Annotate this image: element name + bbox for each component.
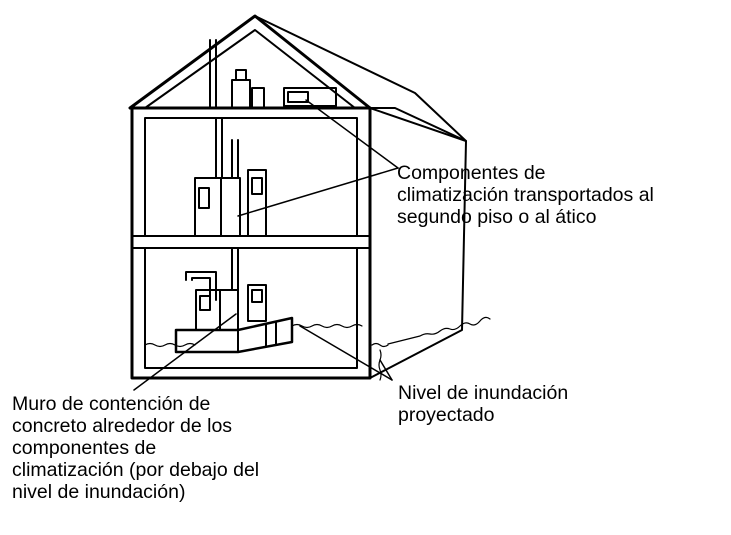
attic-equipment [209, 39, 337, 109]
leader-lines [133, 99, 399, 391]
label-flood-level: Nivel de inundación proyectado [398, 382, 569, 426]
ground-floor-equipment [185, 247, 267, 331]
label-retaining-wall: Muro de contención de concreto alrededor… [12, 393, 260, 503]
label-components-moved: Componentes de climatización transportad… [397, 162, 654, 228]
side-wall [369, 107, 467, 379]
front-wall [130, 106, 372, 380]
retaining-wall [174, 316, 294, 354]
roof [128, 14, 467, 142]
flood-level-line [144, 316, 491, 381]
upper-floor-equipment [194, 117, 267, 237]
